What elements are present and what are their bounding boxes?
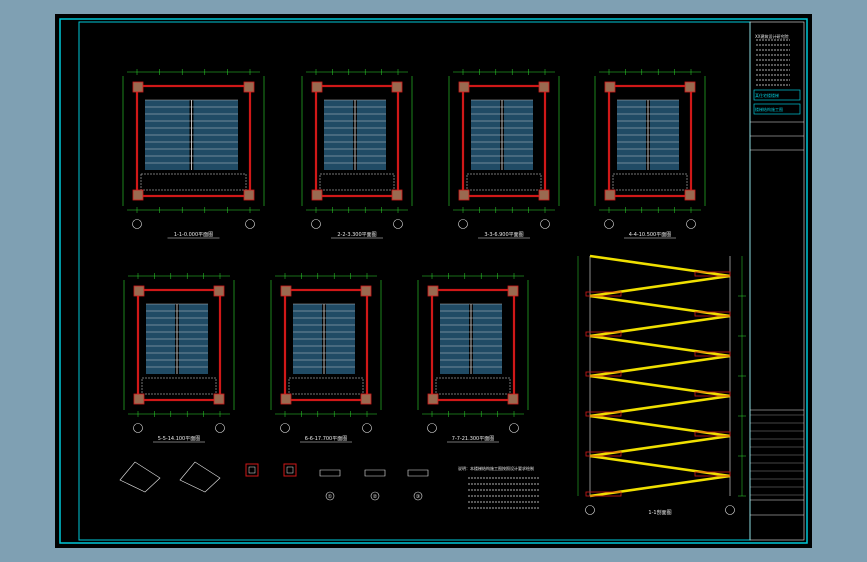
title-block-company: XX建筑设计研究院 bbox=[755, 33, 788, 39]
plan-caption: 1-1-0.000平面图 bbox=[174, 232, 213, 238]
column-section bbox=[283, 463, 297, 477]
plan-caption: 5-5-14.100平面图 bbox=[158, 436, 200, 442]
section-caption: 1-1剖面图 bbox=[648, 509, 671, 516]
notes-title: 说明：本楼梯结构施工图按照设计要求绘制 bbox=[458, 465, 534, 471]
beam-section bbox=[319, 469, 341, 477]
stair-plan-6: 6-6-17.700平面图 bbox=[270, 273, 382, 443]
title-block-drawing: 楼梯结构施工图 bbox=[755, 106, 783, 112]
stair-plan-2: 2-2-3.300平面图 bbox=[301, 69, 413, 239]
detail-sketch bbox=[179, 461, 221, 493]
stair-plan-5: 5-5-14.100平面图 bbox=[123, 273, 235, 443]
design-notes: 说明：本楼梯结构施工图按照设计要求绘制 bbox=[458, 465, 540, 509]
sheet-outer-border bbox=[59, 18, 808, 544]
detail-sketch bbox=[119, 461, 161, 493]
detail-label: ② bbox=[373, 494, 378, 500]
stair-section-drawing: 1-1剖面图 bbox=[577, 254, 746, 516]
title-block-project: 某住宅楼楼梯 bbox=[755, 92, 779, 98]
detail-label: ① bbox=[328, 494, 333, 500]
detail-label: ③ bbox=[416, 494, 420, 500]
plan-caption: 3-3-6.900平面图 bbox=[484, 232, 523, 238]
title-block: XX建筑设计研究院 某住宅楼楼梯 楼梯结构施工图 bbox=[749, 21, 805, 541]
detail-sketches: ① ② ③ bbox=[119, 461, 429, 501]
plan-caption: 6-6-17.700平面图 bbox=[305, 436, 347, 442]
stair-plan-3: 3-3-6.900平面图 bbox=[448, 69, 560, 239]
plan-caption: 2-2-3.300平面图 bbox=[337, 232, 376, 238]
stair-plan-1: 1-1-0.000平面图 bbox=[122, 69, 265, 239]
plan-caption: 7-7-21.300平面图 bbox=[452, 436, 494, 442]
beam-section bbox=[364, 469, 386, 477]
stair-plan-7: 7-7-21.300平面图 bbox=[417, 273, 529, 443]
column-section bbox=[245, 463, 259, 477]
beam-section bbox=[407, 469, 429, 477]
stair-plan-4: 4-4-10.500平面图 bbox=[594, 69, 706, 239]
plan-caption: 4-4-10.500平面图 bbox=[629, 232, 671, 238]
